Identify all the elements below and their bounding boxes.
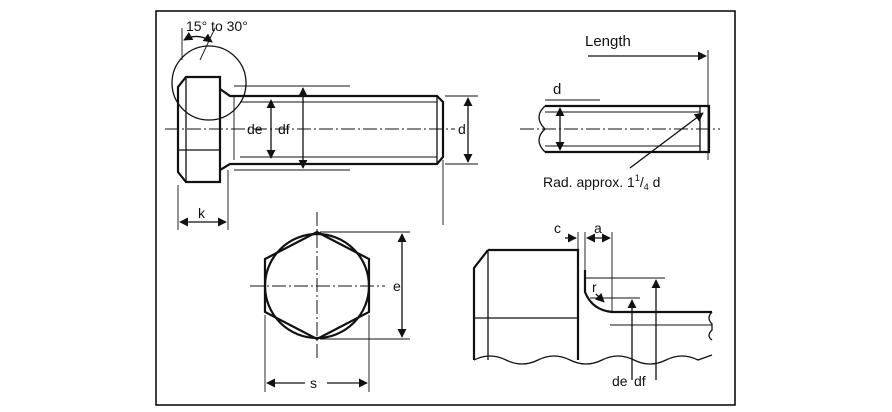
thread-end-detail: Length d Rad. approx. 11/4 d — [520, 33, 720, 192]
df-label-detail: df — [634, 373, 646, 389]
s-label: s — [310, 375, 317, 391]
k-label: k — [198, 205, 206, 221]
length-label: Length — [585, 33, 631, 50]
c-label: c — [554, 220, 561, 236]
underhead-detail: c a r de df — [472, 220, 713, 389]
bolt-side-view: 15° to 30° de df d k — [165, 18, 478, 230]
a-label: a — [594, 220, 602, 236]
de-label-detail: de — [612, 373, 628, 389]
d-label-side: d — [458, 121, 466, 137]
chamfer-detail-circle — [171, 45, 247, 121]
de-label-side: de — [247, 121, 263, 137]
d-label-thread: d — [553, 81, 561, 98]
hex-end-view: e s — [250, 212, 410, 392]
e-label: e — [393, 278, 401, 294]
r-label: r — [592, 279, 597, 295]
diagram-frame — [155, 10, 736, 406]
df-label-side: df — [278, 121, 290, 137]
rad-label: Rad. approx. 11/4 d — [543, 173, 660, 192]
angle-label: 15° to 30° — [186, 18, 248, 34]
